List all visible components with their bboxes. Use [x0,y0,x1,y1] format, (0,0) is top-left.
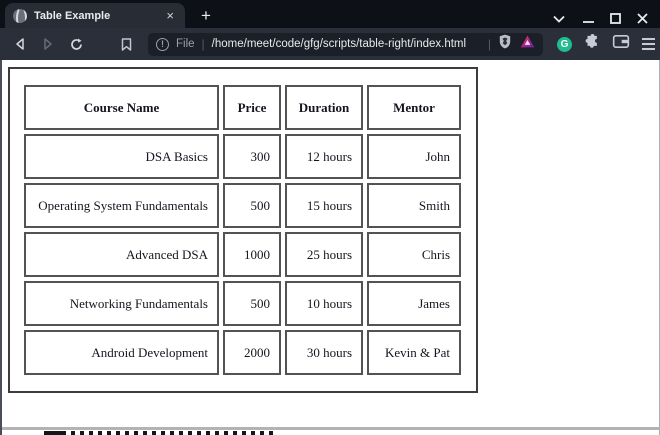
table-cell: 30 hours [285,330,363,375]
table-cell: Operating System Fundamentals [24,183,219,228]
table-cell: 12 hours [285,134,363,179]
tab-table-example[interactable]: Table Example × [5,3,185,28]
table-cell: 10 hours [285,281,363,326]
tab-search-chevron-icon[interactable] [553,15,565,23]
grammarly-extension-icon[interactable]: G [557,36,572,52]
tab-bar: Table Example × + [0,0,660,28]
tab-title: Table Example [34,9,111,22]
table-cell: Android Development [24,330,219,375]
table-cell: James [367,281,461,326]
table-cell: Networking Fundamentals [24,281,219,326]
address-separator: | [201,37,205,51]
close-window-button[interactable] [637,13,648,24]
partially-visible-heading [44,431,274,435]
brave-shield-icon[interactable] [498,34,512,54]
horizontal-rule [2,427,659,430]
address-bar-icons [498,34,535,54]
table-cell: Smith [367,183,461,228]
wallet-icon[interactable] [612,35,630,53]
courses-table: Course Name Price Duration Mentor DSA Ba… [20,81,465,379]
page-content: Course Name Price Duration Mentor DSA Ba… [0,60,660,435]
extension-icons: G [557,34,655,54]
table-cell: 500 [223,183,281,228]
header-price: Price [223,85,281,130]
table-cell: Chris [367,232,461,277]
scheme-label: File [176,38,195,50]
menu-hamburger-icon[interactable] [642,38,655,50]
tab-close-icon[interactable]: × [166,8,174,23]
forward-button[interactable] [36,32,60,56]
table-cell: 1000 [223,232,281,277]
table-cell: 2000 [223,330,281,375]
table-header-row: Course Name Price Duration Mentor [24,85,461,130]
table-cell: John [367,134,461,179]
new-tab-button[interactable]: + [201,5,211,25]
minimize-button[interactable] [583,14,594,24]
table-cell: DSA Basics [24,134,219,179]
url-path[interactable]: /home/meet/code/gfg/scripts/table-right/… [211,38,467,50]
maximize-button[interactable] [610,13,621,24]
header-course-name: Course Name [24,85,219,130]
bookmark-icon[interactable] [114,32,138,56]
table-cell: Advanced DSA [24,232,219,277]
address-bar[interactable]: ! File | /home/meet/code/gfg/scripts/tab… [148,32,543,56]
table-cell: 500 [223,281,281,326]
table-cell: 25 hours [285,232,363,277]
navigation-bar: ! File | /home/meet/code/gfg/scripts/tab… [0,28,660,60]
reload-button[interactable] [64,32,88,56]
table-cell: 300 [223,134,281,179]
table-outer-border: Course Name Price Duration Mentor DSA Ba… [8,67,478,393]
globe-favicon-icon [13,8,27,23]
table-cell: 15 hours [285,183,363,228]
brave-rewards-triangle-icon[interactable] [520,35,535,53]
window-controls [553,13,660,28]
header-duration: Duration [285,85,363,130]
back-button[interactable] [8,32,32,56]
table-cell: Kevin & Pat [367,330,461,375]
header-mentor: Mentor [367,85,461,130]
address-separator-2: | [487,37,491,51]
site-info-icon[interactable]: ! [156,37,169,51]
extensions-puzzle-icon[interactable] [585,34,600,54]
